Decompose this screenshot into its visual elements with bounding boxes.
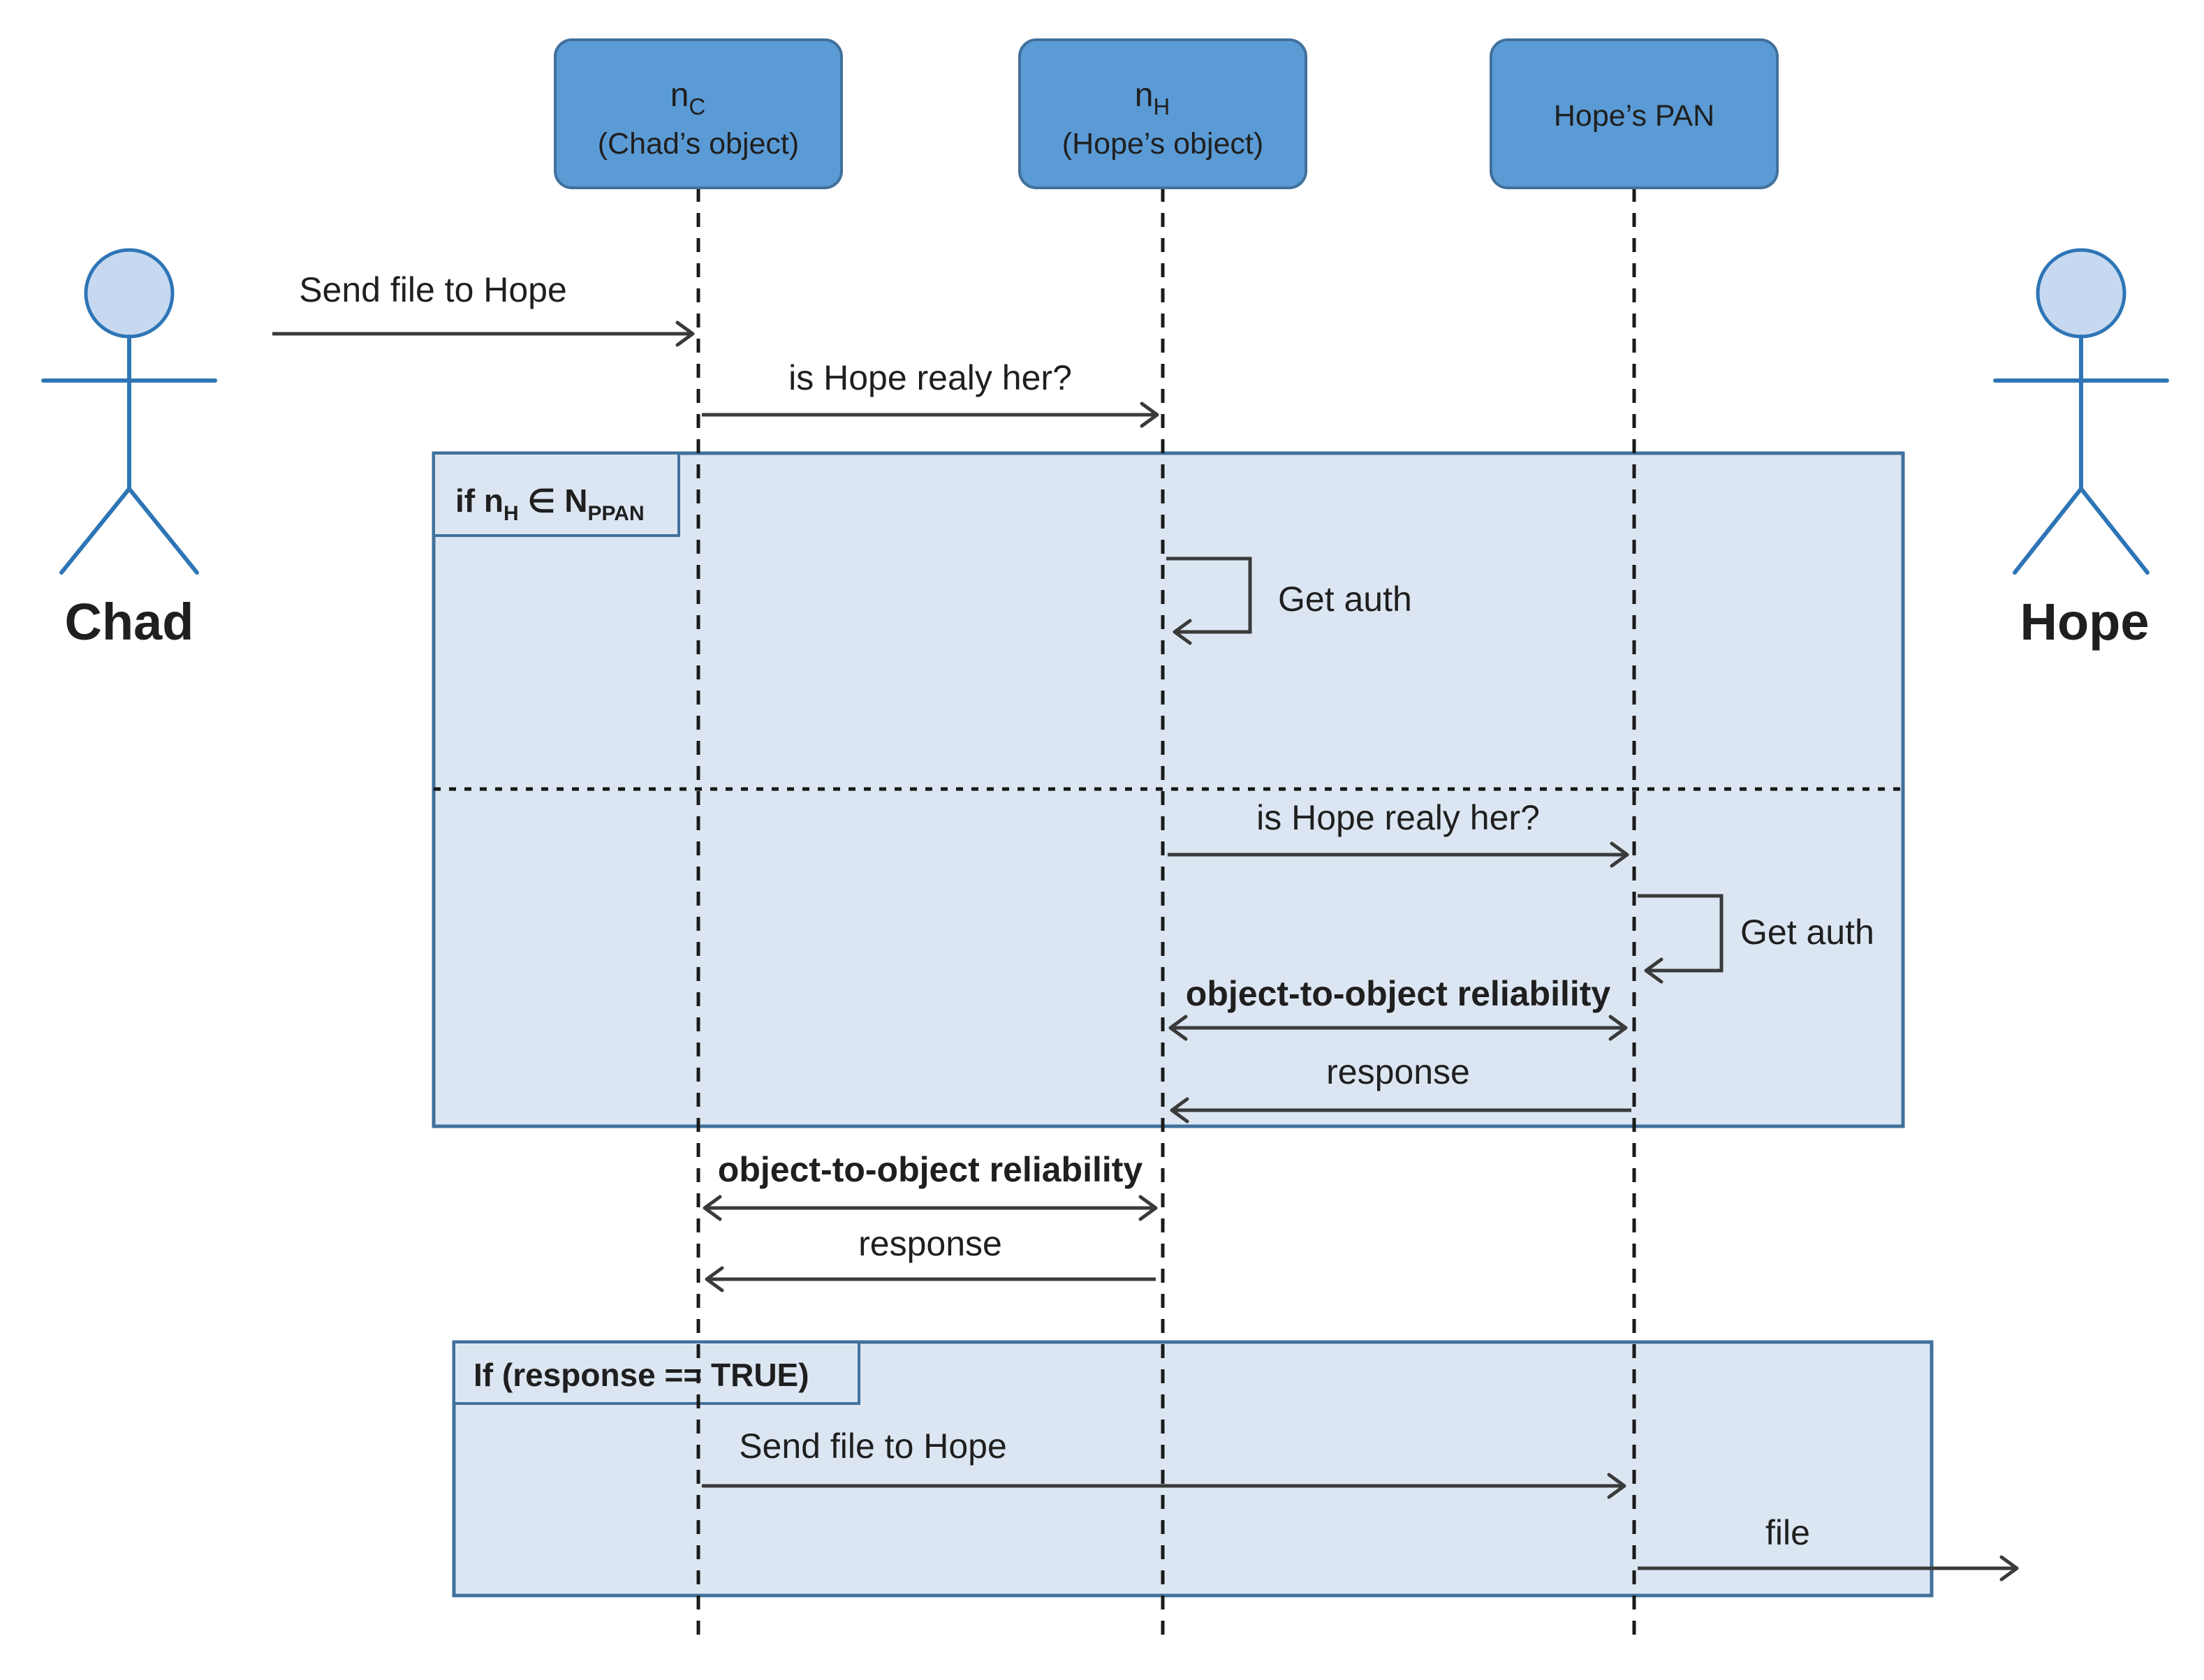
header-box-pan-rect [1490,38,1779,189]
message-get-auth-1-label: Get auth [1278,580,1412,619]
actor-hope-name: Hope [2020,593,2150,651]
frame-if-membership: if nH ∈ NPPAN [432,451,1905,1128]
header-box-nc-subtitle: (Chad’s object) [598,127,799,161]
message-is-hope-really-her-2-label: is Hope realy her? [1256,798,1540,837]
message-object-reliability-2: object-to-object reliability [703,1150,1158,1221]
header-box-nc-title: nC [670,77,706,119]
message-get-auth-1-self-loop [1166,557,1252,645]
actor-hope-right-leg [2079,487,2150,575]
frame-if-response-true-label: If (response == TRUE) [473,1357,809,1393]
frame-if-membership-label-box [432,452,680,537]
actor-chad-right-leg [127,487,199,575]
actor-hope: Hope [1993,248,2169,651]
lifelines [696,188,1636,1644]
message-get-auth-1: Get auth [1166,557,1412,645]
message-response-2-label: response [858,1224,1002,1263]
message-send-file-1: Send file to Hope [272,270,695,347]
message-response-2: response [705,1224,1156,1292]
header-box-nh-subtitle: (Hope’s object) [1062,127,1263,161]
message-get-auth-2-self-loop [1638,894,1724,984]
header-box-nh-rect [1018,38,1307,189]
header-box-nh-title: nH [1135,77,1170,119]
message-object-reliability-1-label: object-to-object reliability [1186,974,1611,1013]
message-response-1: response [1170,1052,1631,1123]
frame-if-response-true: If (response == TRUE) [452,1340,1934,1598]
message-get-auth-2: Get auth [1638,894,1874,984]
message-is-hope-really-her-1-label: is Hope realy her? [788,358,1072,397]
actor-chad-head [84,248,175,339]
actor-chad-name: Chad [65,593,194,651]
header-box-nc-rect [554,38,843,189]
message-file-label: file [1765,1513,1810,1552]
frame-if-membership-body [432,451,1905,1128]
message-get-auth-2-label: Get auth [1740,913,1874,952]
header-box-nc: nC (Chad’s object) [554,38,843,189]
message-response-1-label: response [1326,1052,1470,1091]
frame-if-response-true-label-box [453,1341,860,1405]
message-object-reliability-2-label: object-to-object reliability [718,1150,1143,1189]
message-is-hope-really-her-1: is Hope realy her? [702,358,1159,428]
message-send-file-1-label: Send file to Hope [299,270,567,309]
message-object-reliability-1: object-to-object reliability [1168,974,1628,1041]
actor-hope-head [2036,248,2126,339]
actor-chad: Chad [41,248,217,651]
actor-hope-left-leg [2013,487,2083,575]
message-file: file [1638,1513,2019,1582]
message-is-hope-really-her-2: is Hope realy her? [1168,798,1629,868]
header-box-nh: nH (Hope’s object) [1018,38,1307,189]
header-box-pan-title: Hope’s PAN [1554,99,1714,133]
header-box-pan: Hope’s PAN [1490,38,1779,189]
actor-chad-left-leg [59,487,131,575]
frame-if-membership-label: if nH ∈ NPPAN [455,482,645,525]
message-send-file-2-label: Send file to Hope [739,1427,1007,1466]
message-send-file-2: Send file to Hope [702,1427,1626,1499]
